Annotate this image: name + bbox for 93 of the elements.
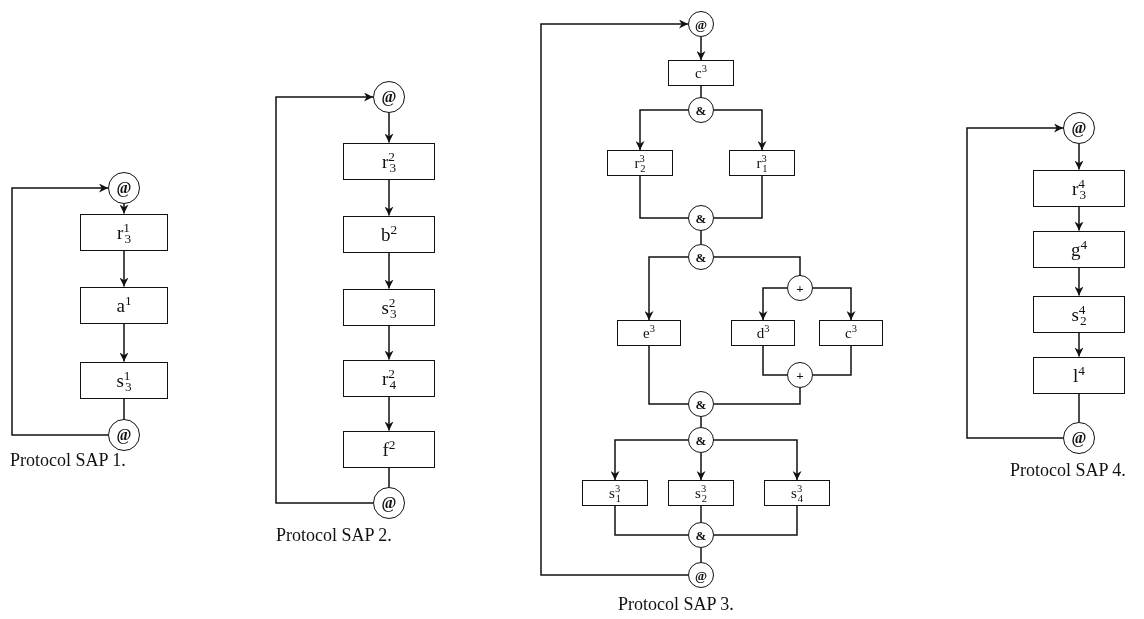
arrow [762, 345, 788, 376]
node-label: l$^{4}$ [1073, 365, 1085, 385]
connector-circle [688, 391, 714, 417]
arrow [1074, 331, 1084, 358]
arrow [384, 112, 394, 144]
connector-circle [688, 427, 714, 453]
connector-circle [373, 81, 405, 113]
process-box [80, 286, 168, 324]
node-label: & [695, 433, 707, 447]
arrow [384, 324, 394, 361]
connector-circle [1063, 112, 1095, 144]
connector-circle [108, 172, 140, 204]
arrow [384, 251, 394, 290]
arrow [119, 249, 129, 288]
arrow [610, 439, 689, 481]
arrow [119, 203, 129, 215]
diagram-caption: Protocol SAP 4. [1010, 460, 1126, 481]
arrow [384, 395, 394, 432]
node-label: & [695, 103, 707, 117]
process-box [731, 320, 795, 346]
arrow [758, 287, 788, 321]
node-label: & [695, 397, 707, 411]
arrow [696, 36, 706, 61]
arrow [644, 256, 689, 321]
connector-circle [688, 205, 714, 231]
node-label: g$^{4}$ [1070, 239, 1088, 259]
node-label: a$^{1}$ [116, 295, 132, 315]
connector-circle [373, 487, 405, 519]
node-label: & [695, 250, 707, 264]
process-box [343, 142, 435, 180]
node-label: @ [381, 495, 397, 511]
arrow [1074, 143, 1084, 171]
connector-circle [787, 275, 813, 301]
node-label: @ [116, 427, 132, 443]
node-label: + [796, 368, 804, 382]
process-box [1033, 356, 1125, 394]
diagram-caption: Protocol SAP 2. [276, 525, 392, 546]
process-box [668, 480, 734, 506]
diagram-caption: Protocol SAP 1. [10, 450, 126, 471]
node-label: & [695, 528, 707, 542]
connector-circle [688, 97, 714, 123]
process-box [1033, 295, 1125, 333]
process-box [582, 480, 648, 506]
process-box [819, 320, 883, 346]
arrow [713, 109, 767, 151]
process-box [1033, 169, 1125, 207]
process-box [343, 288, 435, 326]
connector-circle [108, 419, 140, 451]
connector-circle [787, 362, 813, 388]
arrow [812, 345, 852, 376]
node-label: f$^{2}$ [382, 439, 396, 459]
arrow [11, 183, 109, 436]
process-box [343, 430, 435, 468]
arrow [1074, 205, 1084, 232]
arrow [635, 109, 689, 151]
node-label: c$^{3}$ [845, 325, 857, 341]
arrow [1074, 266, 1084, 297]
arrow [384, 178, 394, 217]
arrow [966, 123, 1064, 439]
process-box [80, 213, 168, 251]
node-label: & [695, 211, 707, 225]
process-box [764, 480, 830, 506]
node-label: + [796, 281, 804, 295]
process-box [729, 150, 795, 176]
connector-circle [688, 522, 714, 548]
node-label: @ [694, 568, 708, 582]
process-box [668, 60, 734, 86]
arrow [540, 19, 689, 576]
connector-circle [688, 244, 714, 270]
node-label: b$^{2}$ [380, 224, 398, 244]
node-label: @ [381, 89, 397, 105]
arrow [119, 322, 129, 363]
arrow [812, 287, 856, 321]
connector-circle [688, 11, 714, 37]
arrow [696, 452, 706, 481]
arrow [275, 92, 374, 504]
process-box [80, 361, 168, 399]
node-label: @ [694, 17, 708, 31]
node-label: @ [1071, 430, 1087, 446]
arrow [713, 439, 802, 481]
connector-circle [688, 562, 714, 588]
node-label: d$^{3}$ [756, 325, 770, 341]
node-label: e$^{3}$ [643, 325, 655, 341]
node-label: @ [1071, 120, 1087, 136]
process-box [1033, 230, 1125, 268]
node-label: @ [116, 180, 132, 196]
process-box [607, 150, 673, 176]
connector-circle [1063, 422, 1095, 454]
process-box [343, 359, 435, 397]
diagram-caption: Protocol SAP 3. [618, 594, 734, 615]
process-box [343, 215, 435, 253]
process-box [617, 320, 681, 346]
node-label: c$^{3}$ [695, 65, 707, 81]
